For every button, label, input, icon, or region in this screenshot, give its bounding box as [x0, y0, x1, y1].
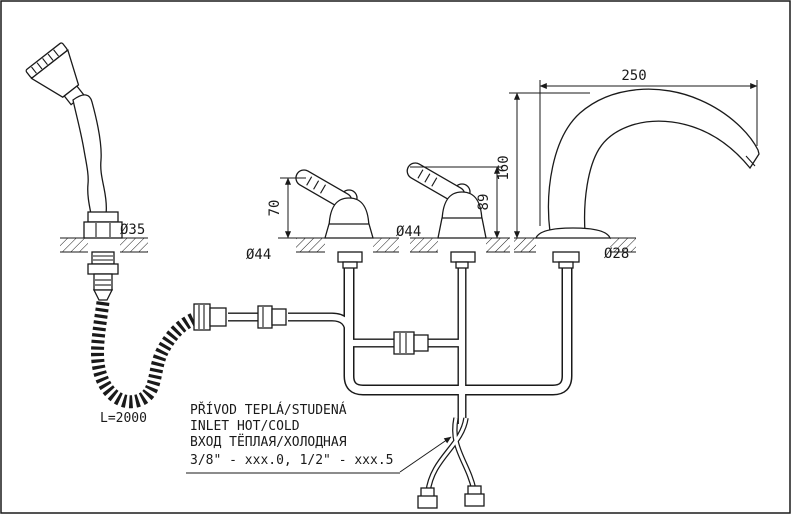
- dim-label-70: 70: [267, 200, 283, 217]
- shower-head: [25, 42, 85, 106]
- dimension-89: 89: [410, 166, 503, 239]
- dimension-250: 250: [539, 68, 758, 226]
- valve-1: [295, 169, 374, 269]
- note-line-en: INLET HOT/COLD: [190, 419, 300, 434]
- shower-hose-coil: [91, 301, 199, 409]
- dim-label-160: 160: [496, 155, 512, 180]
- note-line-sizes: 3/8" - xxx.0, 1/2" - xxx.5: [190, 453, 394, 468]
- note-line-cz: PŘÍVOD TEPLÁ/STUDENÁ: [190, 402, 347, 418]
- shower-handle: [72, 94, 108, 215]
- note-leader-arrow: [399, 436, 452, 473]
- note-line-ru: ВХОД ТЁПЛАЯ/ХОЛОДНАЯ: [190, 434, 347, 450]
- dim-label-89: 89: [476, 194, 492, 211]
- spout-escutcheon: [535, 227, 611, 239]
- supply-hoses: [417, 417, 485, 509]
- dim-label-valve2-dia: Ø44: [396, 224, 421, 240]
- dim-label-250: 250: [621, 68, 646, 84]
- spout: [535, 88, 760, 269]
- hand-shower: [25, 42, 123, 301]
- inlet-note: PŘÍVOD TEPLÁ/STUDENÁ INLET HOT/COLD ВХОД…: [186, 402, 452, 474]
- valve-2: [406, 162, 487, 269]
- dim-label-spout-dia: Ø28: [604, 246, 629, 262]
- dim-label-shower-dia: Ø35: [120, 222, 145, 238]
- dimension-70: 70: [267, 177, 306, 239]
- hose-length-label: L=2000: [100, 411, 147, 426]
- hose-connectors: [193, 303, 429, 355]
- dim-label-valve1-dia: Ø44: [246, 247, 271, 263]
- under-deck-pipes: [228, 266, 573, 424]
- deck-hatch: [60, 237, 636, 253]
